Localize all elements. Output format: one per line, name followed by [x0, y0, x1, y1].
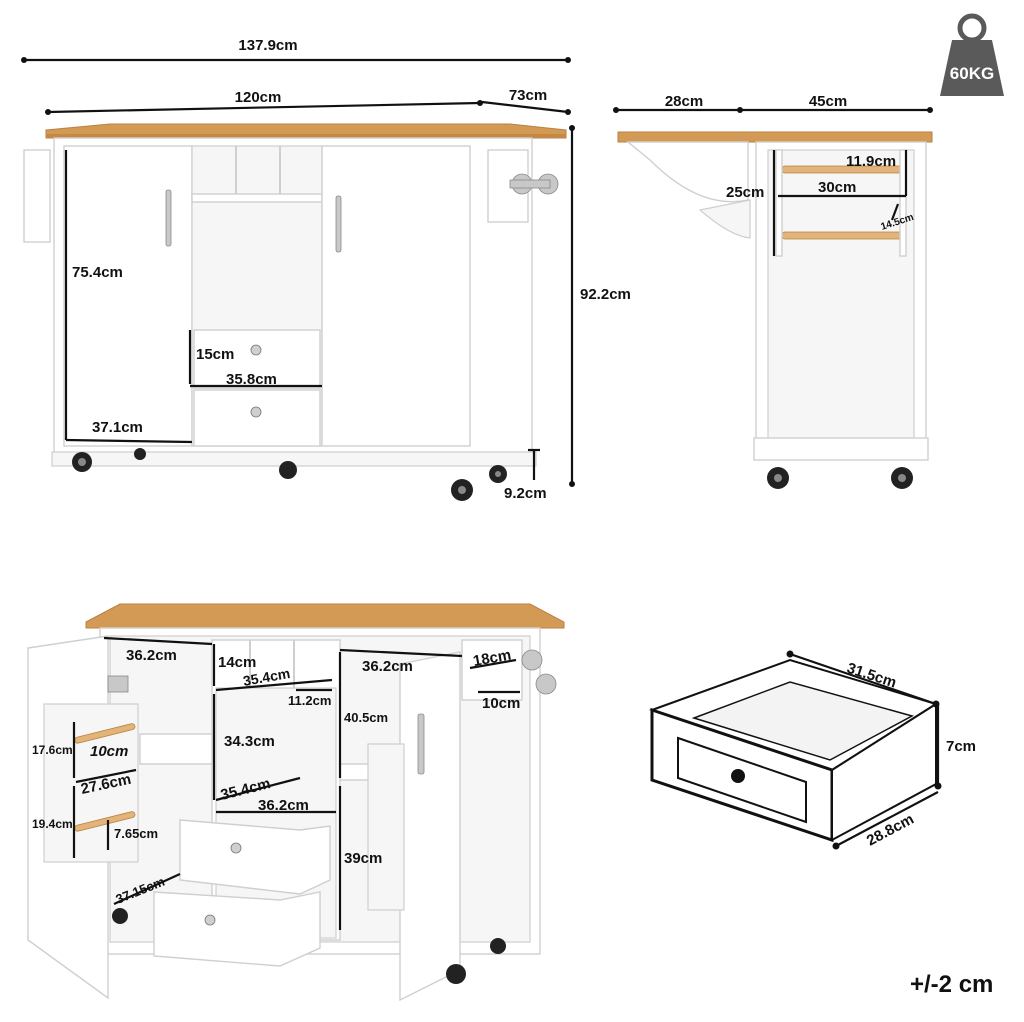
cubby-width-label: 11.2cm	[288, 693, 331, 708]
front-view: 137.9cm 120cm 73cm	[21, 37, 631, 502]
side-view: 28cm 45cm 11.9cm 25cm 30cm 14.5cm	[613, 93, 933, 489]
middle-inner-width-label: 36.2cm	[258, 797, 309, 814]
door-height-label: 75.4cm	[72, 264, 123, 281]
door-width-line	[65, 438, 193, 444]
weight-label: 60KG	[950, 64, 994, 83]
rack-height-label: 25cm	[726, 184, 764, 201]
leaf-width-label: 28cm	[665, 93, 703, 110]
middle-height-label: 34.3cm	[224, 733, 275, 750]
weight-icon: 60KG	[940, 13, 1004, 96]
drawer-width-label: 35.8cm	[226, 371, 277, 388]
left-shelf-width-label: 36.2cm	[126, 647, 177, 664]
height-label: 92.2cm	[580, 286, 631, 303]
drawer-view: 31.5cm 7cm 28.8cm	[648, 650, 976, 850]
right-upper-height-label: 40.5cm	[344, 710, 388, 725]
depth-label: 45cm	[809, 93, 847, 110]
wheel-height-label: 9.2cm	[504, 485, 547, 502]
towel-bar-width-label: 18cm	[472, 647, 513, 670]
door-width-label: 37.1cm	[92, 419, 143, 436]
drawer-width-line	[789, 652, 937, 706]
front-wheels	[72, 448, 507, 501]
rack-depth-label: 11.9cm	[846, 153, 896, 170]
total-width-label: 137.9cm	[238, 37, 297, 54]
cubby-height-label: 14cm	[218, 654, 256, 671]
right-lower-height-label: 39cm	[344, 850, 382, 867]
tolerance-label: +/-2 cm	[910, 971, 993, 998]
interior-view: 36.2cm 14cm 35.4cm 11.2cm 36.2cm 18cm 10…	[27, 603, 565, 1002]
right-shelf-width-label: 36.2cm	[362, 658, 413, 675]
door-rack-upper-label: 17.6cm	[32, 743, 73, 757]
drawer-depth-line	[835, 791, 939, 847]
body-width-line	[47, 101, 481, 114]
door-rack-lower-label: 19.4cm	[32, 817, 73, 831]
body-width-label: 120cm	[235, 89, 282, 106]
towel-bar-depth-label: 10cm	[482, 695, 520, 712]
overhang-label: 73cm	[509, 87, 547, 104]
overhang-line	[481, 100, 569, 114]
rack-width-label: 30cm	[818, 179, 856, 196]
door-rack-depth-label: 10cm	[90, 743, 128, 760]
door-rack-rail-label: 7.65cm	[114, 826, 158, 841]
drawer-height-label: 7cm	[946, 738, 976, 755]
drawer-height-label: 15cm	[196, 346, 234, 363]
